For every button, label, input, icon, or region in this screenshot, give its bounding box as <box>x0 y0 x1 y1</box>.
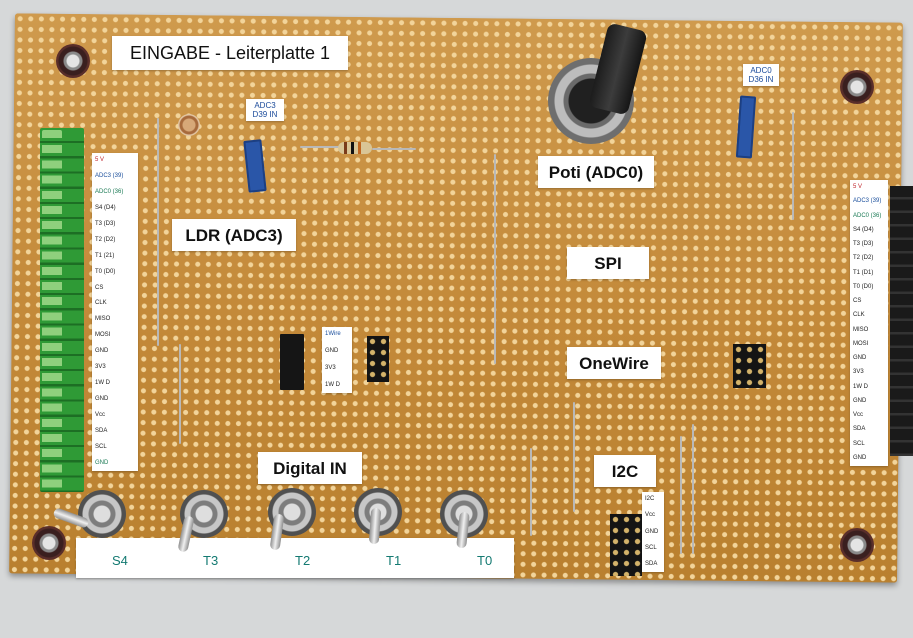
pin-label: GND <box>853 454 867 461</box>
wire <box>300 146 340 148</box>
pin-label: T1 (21) <box>95 252 115 259</box>
resistor <box>338 142 372 154</box>
pin-label: 3V3 <box>325 365 336 371</box>
pin-label: Vcc <box>645 512 656 519</box>
right-pin-header <box>890 186 913 456</box>
pin-label: GND <box>645 528 659 535</box>
pin-label: ADC3 (39) <box>95 172 124 179</box>
onewire-label: OneWire <box>567 347 661 379</box>
ldr-label: LDR (ADC3) <box>172 219 296 251</box>
pin-label: T2 (D2) <box>853 255 874 262</box>
pin-label: 5 V <box>95 157 105 163</box>
pin-label: GND <box>853 397 867 404</box>
pin-label: T3 (D3) <box>95 220 116 227</box>
pin-label: 1Wire <box>325 331 341 337</box>
terminal-screws <box>42 130 62 490</box>
spi-pin-header <box>733 344 766 388</box>
pin-label: CLK <box>95 300 107 307</box>
pin-label: SDA <box>853 426 866 433</box>
board-title: EINGABE - Leiterplatte 1 <box>112 36 348 70</box>
pin-label: GND <box>853 355 867 361</box>
wire <box>157 118 159 346</box>
digital-in-label: Digital IN <box>258 452 362 484</box>
pin-label: S4 (D4) <box>853 226 874 233</box>
pin-label: ADC3 (39) <box>853 198 882 205</box>
pin-label: GND <box>95 348 109 355</box>
pin-label: T0 (D0) <box>95 268 116 275</box>
adc0-jumper-label: ADC0 D36 IN <box>743 64 779 86</box>
terminal-pin-labels: 5 V ADC3 (39) ADC0 (36) S4 (D4) T3 (D3) … <box>92 153 138 471</box>
wire <box>680 436 682 554</box>
adc3-label-line2: D39 IN <box>252 110 278 119</box>
wire <box>573 402 575 512</box>
adc3-label-line1: ADC3 <box>254 101 276 110</box>
pin-label: I2C <box>645 496 655 502</box>
pin-label: GND <box>95 459 109 466</box>
wire <box>494 154 496 364</box>
pin-label: T3 (D3) <box>853 241 874 247</box>
wire <box>792 112 794 220</box>
pin-label: 3V3 <box>853 369 864 376</box>
pin-label: SDA <box>95 427 108 434</box>
ldr-sensor <box>178 114 200 136</box>
pin-label: MOSI <box>853 340 869 347</box>
pin-label: MISO <box>95 316 111 323</box>
adc3-jumper-label: ADC3 D39 IN <box>246 99 284 121</box>
pin-label: MOSI <box>95 332 111 339</box>
pin-label: SCL <box>853 440 865 447</box>
pin-label: SDA <box>645 561 658 567</box>
onewire-pin-header <box>367 336 389 382</box>
pin-label: SCL <box>95 443 107 450</box>
wire <box>372 148 416 150</box>
pin-label: T0 (D0) <box>853 283 874 290</box>
mounting-bolt-bottom-right <box>840 528 874 562</box>
adc0-label-line1: ADC0 <box>750 66 772 75</box>
mounting-bolt-top-right <box>840 70 874 104</box>
toggle-switch-s4[interactable] <box>78 490 126 538</box>
right-pin-labels: 5 V ADC3 (39) ADC0 (36) S4 (D4) T3 (D3) … <box>850 180 888 466</box>
pin-label: 3V3 <box>95 364 106 371</box>
poti-label: Poti (ADC0) <box>538 156 654 188</box>
pin-label: ADC0 (36) <box>95 188 124 195</box>
pin-label: MISO <box>853 326 869 333</box>
i2c-pin-header <box>610 514 642 576</box>
switch-label-strip <box>76 538 514 578</box>
i2c-label: I2C <box>594 455 656 487</box>
pin-label: CS <box>95 284 104 291</box>
onewire-pin-labels: 1Wire GND 3V3 1W D <box>322 327 352 393</box>
switch-label-t2: T2 <box>295 553 311 568</box>
onewire-socket <box>280 334 304 390</box>
mounting-bolt-bottom-left <box>32 526 66 560</box>
switch-label-t1: T1 <box>386 553 402 568</box>
wire <box>530 448 532 536</box>
pin-label: S4 (D4) <box>95 204 116 211</box>
switch-label-t3: T3 <box>203 553 219 568</box>
pin-label: CS <box>853 298 862 304</box>
wire <box>179 344 181 444</box>
pin-label: Vcc <box>95 412 106 418</box>
mounting-bolt-top-left <box>56 44 90 78</box>
pin-label: Vcc <box>853 412 864 418</box>
pin-label: GND <box>325 348 339 354</box>
pin-label: T1 (D1) <box>853 269 874 276</box>
spi-label: SPI <box>567 247 649 279</box>
wire <box>692 424 694 554</box>
pin-label: 5 V <box>853 184 863 190</box>
pin-label: T2 (D2) <box>95 236 116 243</box>
pin-label: 1W D <box>325 382 340 388</box>
i2c-pin-labels: I2C Vcc GND SCL SDA <box>642 492 664 572</box>
pin-label: CLK <box>853 312 865 319</box>
pin-label: ADC0 (36) <box>853 212 882 219</box>
switch-label-t0: T0 <box>477 553 493 568</box>
switch-label-s4: S4 <box>112 553 128 568</box>
pin-label: GND <box>95 396 109 403</box>
pin-label: 1W D <box>853 383 868 390</box>
pin-label: SCL <box>645 544 657 551</box>
pin-label: 1W D <box>95 380 110 387</box>
adc0-label-line2: D36 IN <box>748 75 774 84</box>
